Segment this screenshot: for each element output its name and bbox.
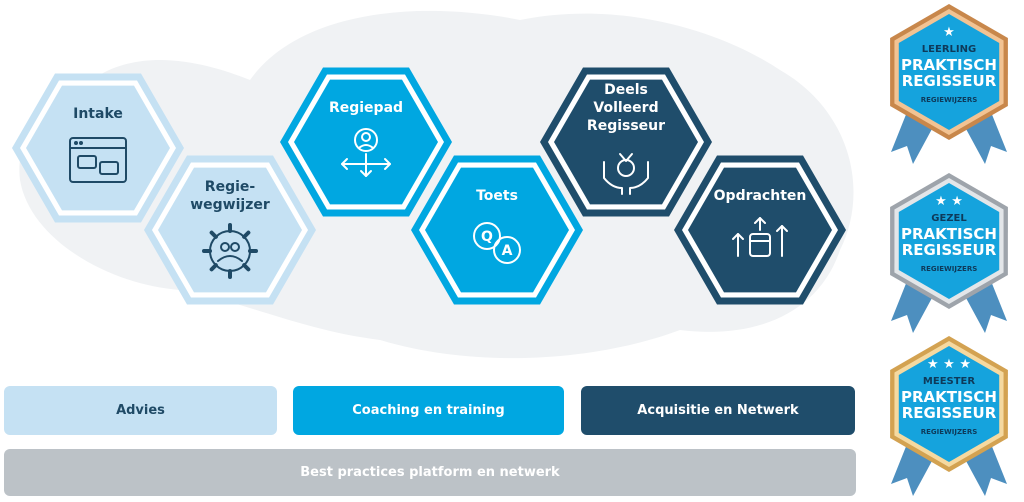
step-label: Regie- <box>205 179 256 195</box>
badge-title-line2: REGISSEUR <box>902 241 997 259</box>
badge-title-line2: REGISSEUR <box>902 404 997 422</box>
step-label: Toets <box>476 188 518 204</box>
step-label: Intake <box>73 106 123 122</box>
badge-title-line2: REGISSEUR <box>902 72 997 90</box>
badge-title-line1: PRAKTISCH <box>901 225 997 243</box>
step-label: Regiepad <box>329 100 403 116</box>
badge-brand: REGIEWIJZERS <box>921 265 978 273</box>
step-label: Opdrachten <box>714 188 807 204</box>
level-badges: ★LEERLINGPRAKTISCHREGISSEURREGIEWIJZERS★… <box>890 3 1008 496</box>
badge-level: MEESTER <box>923 376 975 387</box>
badge-stars: ★ ★ ★ <box>927 357 971 372</box>
advies-bar: Advies <box>4 386 277 435</box>
acquisitie-label: Acquisitie en Netwerk <box>637 403 799 418</box>
svg-text:A: A <box>502 243 513 259</box>
medal-hands-icon <box>603 153 649 195</box>
badge-level: LEERLING <box>922 44 976 55</box>
hex-step <box>425 167 569 293</box>
fist-arrows-icon <box>732 217 788 257</box>
step-label: wegwijzer <box>190 197 270 213</box>
svg-text:Q: Q <box>481 229 493 245</box>
chat-window-icon <box>69 137 127 183</box>
person-arrows-icon <box>341 128 391 177</box>
best-practices-bar: Best practices platform en netwerk <box>4 449 856 496</box>
best-practices-label: Best practices platform en netwerk <box>300 465 560 480</box>
badge-brand: REGIEWIJZERS <box>921 96 978 104</box>
advies-label: Advies <box>116 403 165 418</box>
badge-title-line1: PRAKTISCH <box>901 56 997 74</box>
badge-face <box>898 183 1000 299</box>
step-label: Volleerd <box>593 100 658 116</box>
qa-icon: QA <box>473 222 521 264</box>
step-label: Regisseur <box>587 118 665 134</box>
badge-stars: ★ ★ <box>935 194 963 209</box>
hex-step <box>554 79 698 205</box>
coaching-bar: Coaching en training <box>293 386 564 435</box>
badge-face <box>898 14 1000 130</box>
badge-brand: REGIEWIJZERS <box>921 428 978 436</box>
coaching-label: Coaching en training <box>352 403 505 418</box>
step-label: Deels <box>604 82 648 98</box>
badge-face <box>898 346 1000 462</box>
gear-people-icon <box>202 223 258 279</box>
badge-stars: ★ <box>943 25 955 40</box>
acquisitie-bar: Acquisitie en Netwerk <box>581 386 855 435</box>
badge-level: GEZEL <box>931 213 967 224</box>
badge-title-line1: PRAKTISCH <box>901 388 997 406</box>
